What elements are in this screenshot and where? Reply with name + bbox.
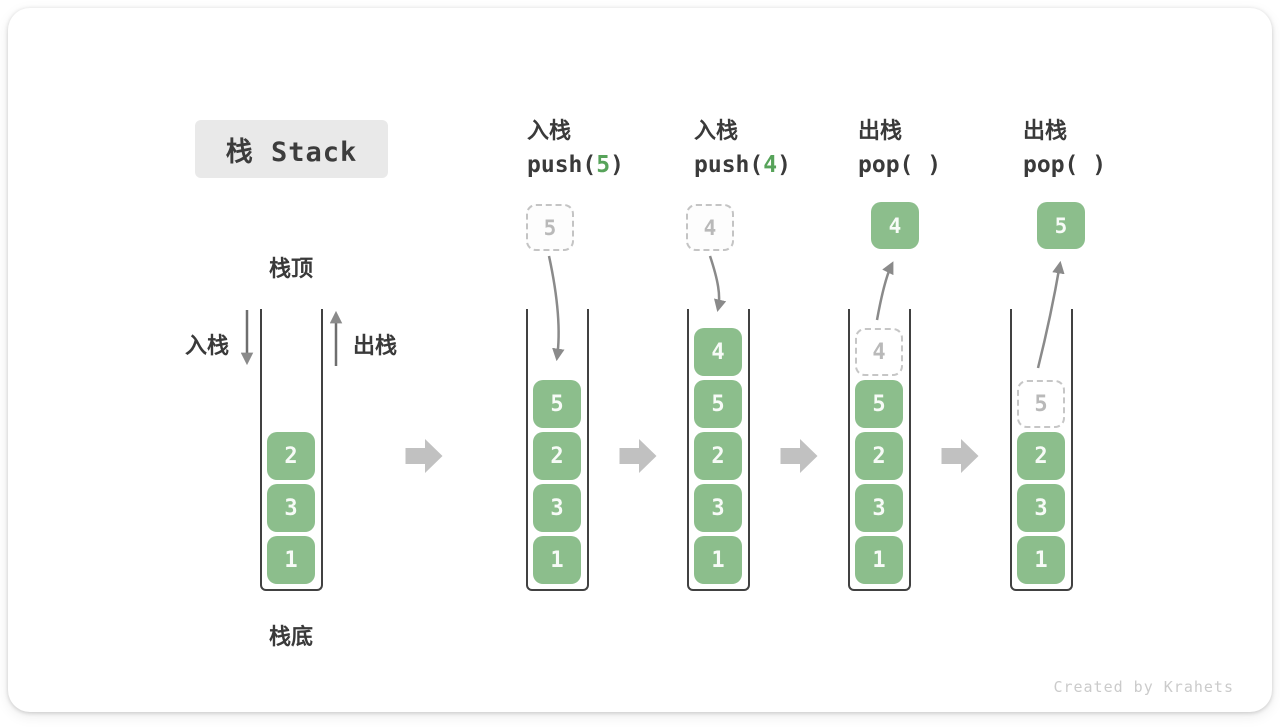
op-header-push-4: 入栈 push(4) bbox=[694, 113, 864, 178]
stack-block: 3 bbox=[855, 484, 903, 532]
pop-side-label: 出栈 bbox=[352, 334, 397, 359]
op-header-pop-5: 出栈 pop( ) bbox=[1023, 113, 1193, 178]
op-code: pop( ) bbox=[858, 152, 1028, 178]
stack-top-label: 栈顶 bbox=[268, 257, 313, 282]
stack-block: 5 bbox=[855, 380, 903, 428]
op-header-push-5: 入栈 push(5) bbox=[527, 113, 697, 178]
stack-block: 2 bbox=[1017, 432, 1065, 480]
transition-arrow bbox=[780, 439, 818, 473]
op-code: push(4) bbox=[694, 152, 864, 178]
code-close: ) bbox=[777, 152, 791, 178]
stack-block: 5 bbox=[694, 380, 742, 428]
diagram-title: 栈 Stack bbox=[195, 120, 388, 178]
push-4-arrow bbox=[708, 255, 727, 313]
transition-arrow bbox=[941, 439, 979, 473]
stack-block: 5 bbox=[533, 380, 581, 428]
stack-block: 1 bbox=[533, 536, 581, 584]
op-code: pop( ) bbox=[1023, 152, 1193, 178]
stack-block: 1 bbox=[267, 536, 315, 584]
op-label: 出栈 bbox=[1023, 119, 1068, 144]
stack-block: 3 bbox=[533, 484, 581, 532]
stack-block: 1 bbox=[1017, 536, 1065, 584]
stack-block: 1 bbox=[855, 536, 903, 584]
transition-arrow bbox=[619, 439, 657, 473]
op-label: 出栈 bbox=[858, 119, 903, 144]
stack-container-initial bbox=[260, 309, 323, 591]
stack-bottom-label: 栈底 bbox=[268, 625, 313, 650]
stack-block-ghost: 5 bbox=[1017, 380, 1065, 428]
floating-value-pop-5: 5 bbox=[1037, 202, 1085, 249]
code-arg bbox=[1078, 152, 1092, 178]
op-label: 入栈 bbox=[694, 119, 739, 144]
stack-block: 1 bbox=[694, 536, 742, 584]
stack-container-after-push-4 bbox=[687, 309, 750, 591]
code-open: pop( bbox=[858, 152, 914, 178]
stack-block: 2 bbox=[855, 432, 903, 480]
watermark: Created by Krahets bbox=[1053, 678, 1234, 696]
code-close: ) bbox=[610, 152, 624, 178]
push-side-label: 入栈 bbox=[184, 334, 229, 359]
code-arg: 5 bbox=[596, 152, 611, 178]
stack-container-after-pop-4 bbox=[848, 309, 911, 591]
diagram-card: 栈 Stack 入栈 push(5) 入栈 push(4) 出栈 pop( ) … bbox=[8, 8, 1272, 712]
stack-block: 3 bbox=[1017, 484, 1065, 532]
code-close: ) bbox=[1092, 152, 1107, 178]
transition-arrow bbox=[405, 439, 443, 473]
stack-block: 4 bbox=[694, 328, 742, 376]
op-label: 入栈 bbox=[527, 119, 572, 144]
stack-container-after-push-5 bbox=[526, 309, 589, 591]
op-code: push(5) bbox=[527, 152, 697, 178]
floating-value-push-5: 5 bbox=[526, 204, 574, 251]
code-open: push( bbox=[694, 152, 764, 178]
stack-block-ghost: 4 bbox=[855, 328, 903, 376]
op-header-pop-4: 出栈 pop( ) bbox=[858, 113, 1028, 178]
code-close: ) bbox=[927, 152, 942, 178]
code-open: push( bbox=[527, 152, 597, 178]
code-arg bbox=[913, 152, 927, 178]
code-arg: 4 bbox=[763, 152, 778, 178]
stack-block: 3 bbox=[267, 484, 315, 532]
code-open: pop( bbox=[1023, 152, 1079, 178]
stack-container-after-pop-5 bbox=[1010, 309, 1073, 591]
floating-value-pop-4: 4 bbox=[871, 202, 919, 249]
stack-block: 2 bbox=[267, 432, 315, 480]
stack-block: 2 bbox=[533, 432, 581, 480]
stack-block: 3 bbox=[694, 484, 742, 532]
stack-block: 2 bbox=[694, 432, 742, 480]
floating-value-push-4: 4 bbox=[686, 204, 734, 251]
